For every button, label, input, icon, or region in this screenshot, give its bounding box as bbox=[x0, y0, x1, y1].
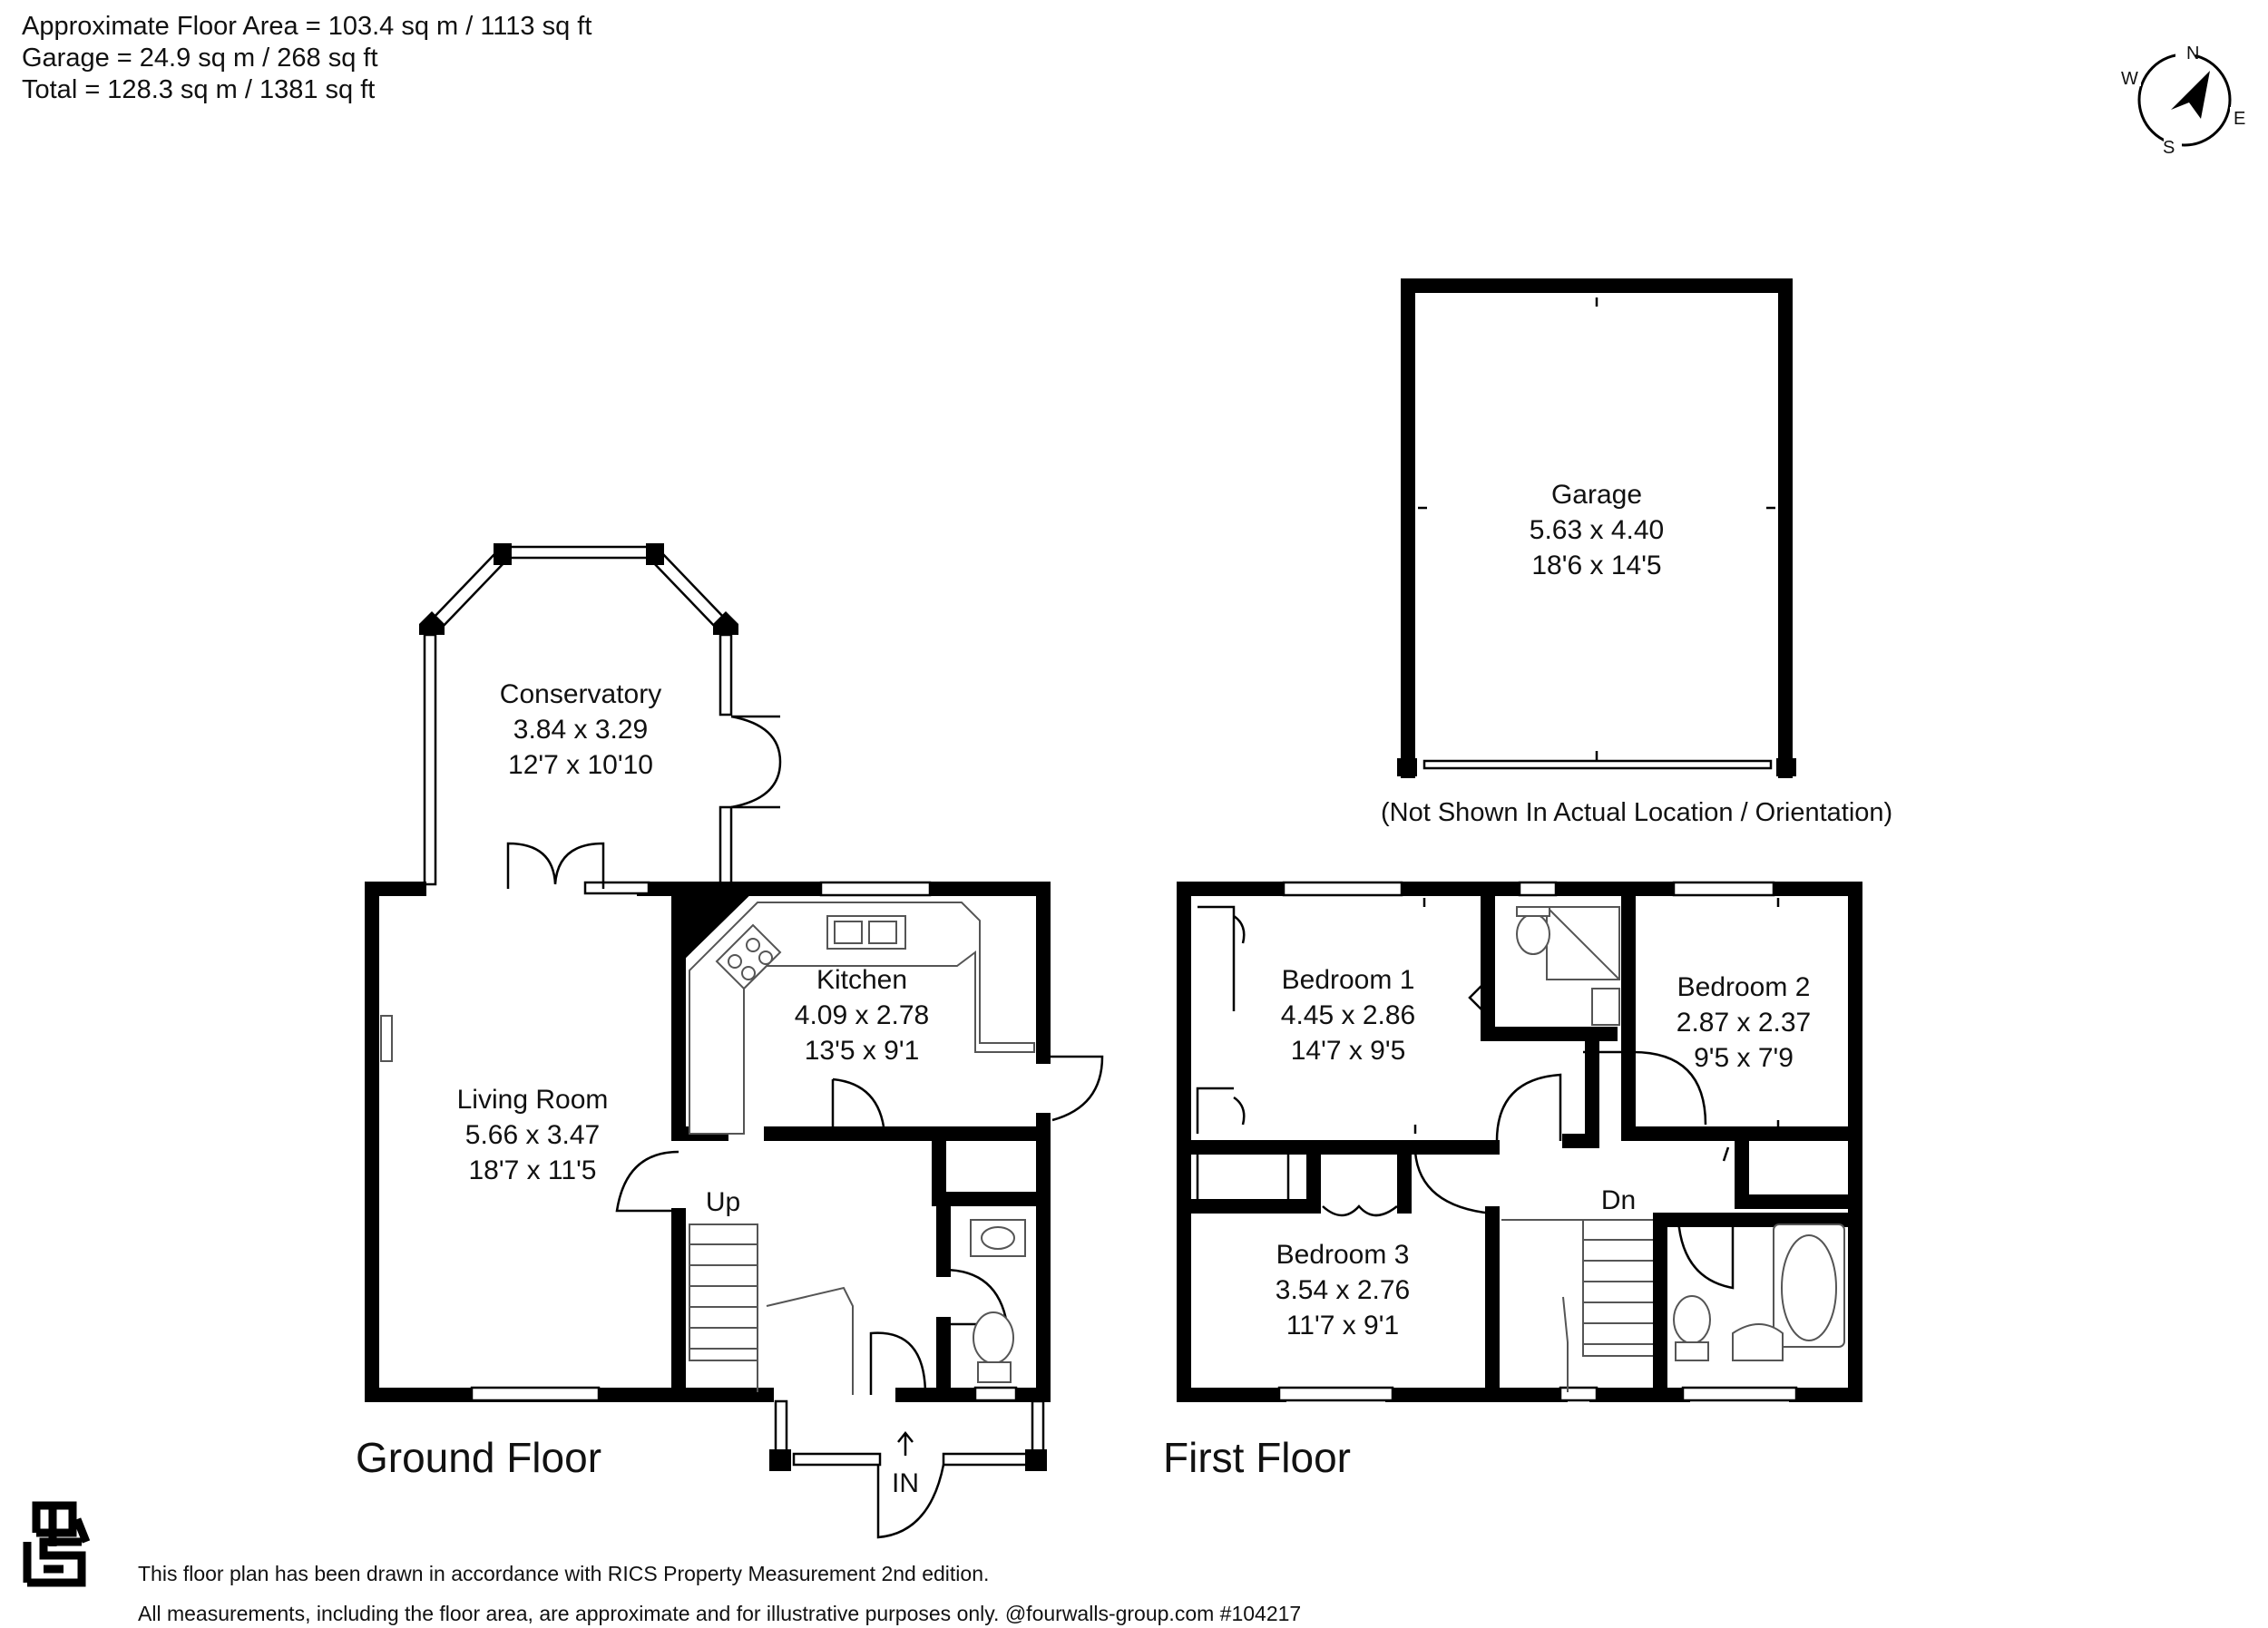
garage-imperial: 18'6 x 14'5 bbox=[1531, 551, 1661, 580]
compass-icon: N E S W bbox=[2121, 44, 2246, 158]
bedroom1-name: Bedroom 1 bbox=[1282, 965, 1415, 995]
fourwalls-logo-icon bbox=[23, 1501, 91, 1587]
kitchen-name: Kitchen bbox=[816, 965, 907, 995]
floor-area-summary: Approximate Floor Area = 103.4 sq m / 11… bbox=[22, 11, 591, 106]
garage-area: Garage = 24.9 sq m / 268 sq ft bbox=[22, 44, 378, 73]
living-room-imperial: 18'7 x 11'5 bbox=[468, 1155, 596, 1185]
kitchen-imperial: 13'5 x 9'1 bbox=[805, 1036, 920, 1066]
compass-s: S bbox=[2163, 138, 2175, 158]
disclaimer: All measurements, including the floor ar… bbox=[138, 1602, 1302, 1625]
bathroom-basin-icon bbox=[1732, 1323, 1784, 1361]
garage-location-note: (Not Shown In Actual Location / Orientat… bbox=[1381, 798, 1893, 827]
entrance-label: IN bbox=[892, 1468, 919, 1498]
entrance-porch bbox=[769, 1399, 1047, 1539]
ensuite-toilet-icon bbox=[1516, 906, 1550, 955]
garage-name: Garage bbox=[1551, 480, 1642, 510]
garage-plan bbox=[1397, 278, 1796, 778]
staircase-down bbox=[1501, 1219, 1655, 1392]
conservatory-imperial: 12'7 x 10'10 bbox=[508, 750, 653, 780]
bedroom3-metric: 3.54 x 2.76 bbox=[1276, 1275, 1410, 1305]
kitchen-metric: 4.09 x 2.78 bbox=[795, 1000, 929, 1030]
compass-w: W bbox=[2121, 69, 2138, 89]
bedroom2-imperial: 9'5 x 7'9 bbox=[1694, 1043, 1794, 1073]
first-floor-title: First Floor bbox=[1163, 1434, 1351, 1481]
hob-icon bbox=[715, 923, 782, 990]
staircase-up bbox=[689, 1223, 854, 1395]
conservatory-glazing bbox=[419, 543, 782, 886]
total-area: Total = 128.3 sq m / 1381 sq ft bbox=[22, 75, 376, 104]
bedroom1-imperial: 14'7 x 9'5 bbox=[1291, 1036, 1406, 1066]
bedroom2-name: Bedroom 2 bbox=[1677, 972, 1811, 1002]
first-floor-plan bbox=[1177, 881, 1862, 1402]
rics-statement: This floor plan has been drawn in accord… bbox=[138, 1562, 990, 1585]
kitchen-sink-icon bbox=[826, 915, 906, 950]
living-room-name: Living Room bbox=[457, 1085, 609, 1115]
stairs-down-label: Dn bbox=[1601, 1185, 1636, 1215]
bedroom3-name: Bedroom 3 bbox=[1276, 1240, 1410, 1270]
conservatory-metric: 3.84 x 3.29 bbox=[513, 715, 648, 745]
conservatory-name: Conservatory bbox=[500, 679, 661, 709]
compass-e: E bbox=[2234, 109, 2245, 129]
living-room-metric: 5.66 x 3.47 bbox=[465, 1120, 600, 1150]
garage-metric: 5.63 x 4.40 bbox=[1530, 515, 1664, 545]
bedroom3-imperial: 11'7 x 9'1 bbox=[1286, 1311, 1399, 1340]
bathroom-toilet-icon bbox=[1673, 1295, 1711, 1361]
ground-floor-title: Ground Floor bbox=[356, 1434, 602, 1481]
compass-n: N bbox=[2186, 44, 2199, 63]
ground-floor-plan bbox=[365, 543, 1104, 1539]
bathtub-icon bbox=[1773, 1223, 1845, 1348]
approx-floor-area: Approximate Floor Area = 103.4 sq m / 11… bbox=[22, 12, 592, 41]
bedroom1-metric: 4.45 x 2.86 bbox=[1281, 1000, 1415, 1030]
toilet-icon bbox=[973, 1311, 1014, 1383]
stairs-up-label: Up bbox=[706, 1187, 740, 1217]
bedroom2-metric: 2.87 x 2.37 bbox=[1677, 1008, 1811, 1038]
